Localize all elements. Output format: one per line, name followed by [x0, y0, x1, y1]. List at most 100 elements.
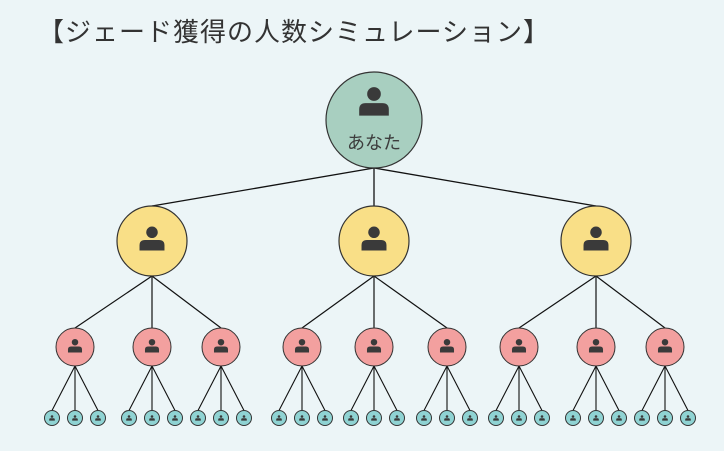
- person-icon: [126, 415, 132, 421]
- person-body: [322, 418, 328, 421]
- person-icon: [359, 87, 389, 116]
- level3-node: [534, 410, 550, 426]
- person-head: [494, 415, 498, 418]
- person-body: [172, 418, 178, 421]
- person-head: [592, 338, 600, 346]
- level2-node: [282, 327, 322, 367]
- person-head: [219, 415, 223, 418]
- level3-node-circle: [462, 410, 478, 426]
- person-icon: [593, 415, 599, 421]
- level3-node: [236, 410, 252, 426]
- person-icon: [172, 415, 178, 421]
- person-icon: [588, 338, 604, 353]
- person-head: [242, 415, 246, 418]
- person-head: [661, 338, 669, 346]
- level3-node: [416, 410, 432, 426]
- person-body: [516, 418, 522, 421]
- person-body: [361, 239, 387, 251]
- person-icon: [49, 415, 55, 421]
- person-icon: [439, 338, 455, 353]
- level3-node-circle: [294, 410, 310, 426]
- connector-line: [278, 365, 303, 411]
- person-head: [640, 415, 644, 418]
- person-head: [150, 415, 154, 418]
- person-body: [685, 418, 691, 421]
- person-icon: [394, 415, 400, 421]
- connector-line: [595, 275, 666, 329]
- person-icon: [299, 415, 305, 421]
- level3-node-circle: [67, 410, 83, 426]
- person-icon: [276, 415, 282, 421]
- person-body: [444, 418, 450, 421]
- person-body: [348, 418, 354, 421]
- connector-line: [664, 365, 689, 411]
- level3-node: [167, 410, 183, 426]
- person-body: [421, 418, 427, 421]
- level3-node: [317, 410, 333, 426]
- level3-node-circle: [534, 410, 550, 426]
- level3-node-circle: [271, 410, 287, 426]
- person-icon: [511, 338, 527, 353]
- person-head: [71, 338, 79, 346]
- person-icon: [685, 415, 691, 421]
- person-icon: [67, 338, 83, 353]
- person-body: [294, 346, 310, 353]
- level3-node-circle: [511, 410, 527, 426]
- person-icon: [444, 415, 450, 421]
- level2-node: [499, 327, 539, 367]
- level3-node-circle: [236, 410, 252, 426]
- level3-node: [343, 410, 359, 426]
- root-label: あなた: [347, 133, 401, 154]
- level3-node-circle: [90, 410, 106, 426]
- level3-node-circle: [439, 410, 455, 426]
- tree-connectors: [51, 167, 689, 411]
- level3-node: [389, 410, 405, 426]
- person-head: [370, 338, 378, 346]
- person-head: [146, 226, 158, 239]
- connector-line: [151, 167, 375, 207]
- person-head: [217, 338, 225, 346]
- connector-line: [51, 365, 76, 411]
- person-body: [49, 418, 55, 421]
- person-body: [570, 418, 576, 421]
- level3-node-circle: [190, 410, 206, 426]
- level3-node: [67, 410, 83, 426]
- person-body: [126, 418, 132, 421]
- person-icon: [72, 415, 78, 421]
- connector-line: [373, 167, 597, 207]
- person-head: [50, 415, 54, 418]
- page-title: 【ジェード獲得の人数シミュレーション】: [38, 18, 550, 48]
- level3-node: [271, 410, 287, 426]
- tree-nodes: あなた: [44, 71, 696, 426]
- level3-node: [121, 410, 137, 426]
- person-head: [443, 338, 451, 346]
- person-icon: [421, 415, 427, 421]
- person-body: [588, 346, 604, 353]
- person-head: [540, 415, 544, 418]
- person-body: [67, 346, 83, 353]
- person-body: [241, 418, 247, 421]
- level3-node: [488, 410, 504, 426]
- person-body: [583, 239, 609, 251]
- level3-node-circle: [167, 410, 183, 426]
- level3-node: [439, 410, 455, 426]
- connector-line: [423, 365, 448, 411]
- level3-node: [294, 410, 310, 426]
- connector-line: [74, 275, 153, 329]
- level3-node: [588, 410, 604, 426]
- person-body: [213, 346, 229, 353]
- person-body: [593, 418, 599, 421]
- person-icon: [493, 415, 499, 421]
- connector-line: [74, 365, 99, 411]
- root-node-you-circle: [325, 71, 423, 169]
- person-body: [371, 418, 377, 421]
- connector-line: [572, 365, 597, 411]
- level3-node: [611, 410, 627, 426]
- person-body: [218, 418, 224, 421]
- connector-line: [220, 365, 245, 411]
- connector-line: [595, 365, 620, 411]
- level3-node-circle: [680, 410, 696, 426]
- level3-node-circle: [634, 410, 650, 426]
